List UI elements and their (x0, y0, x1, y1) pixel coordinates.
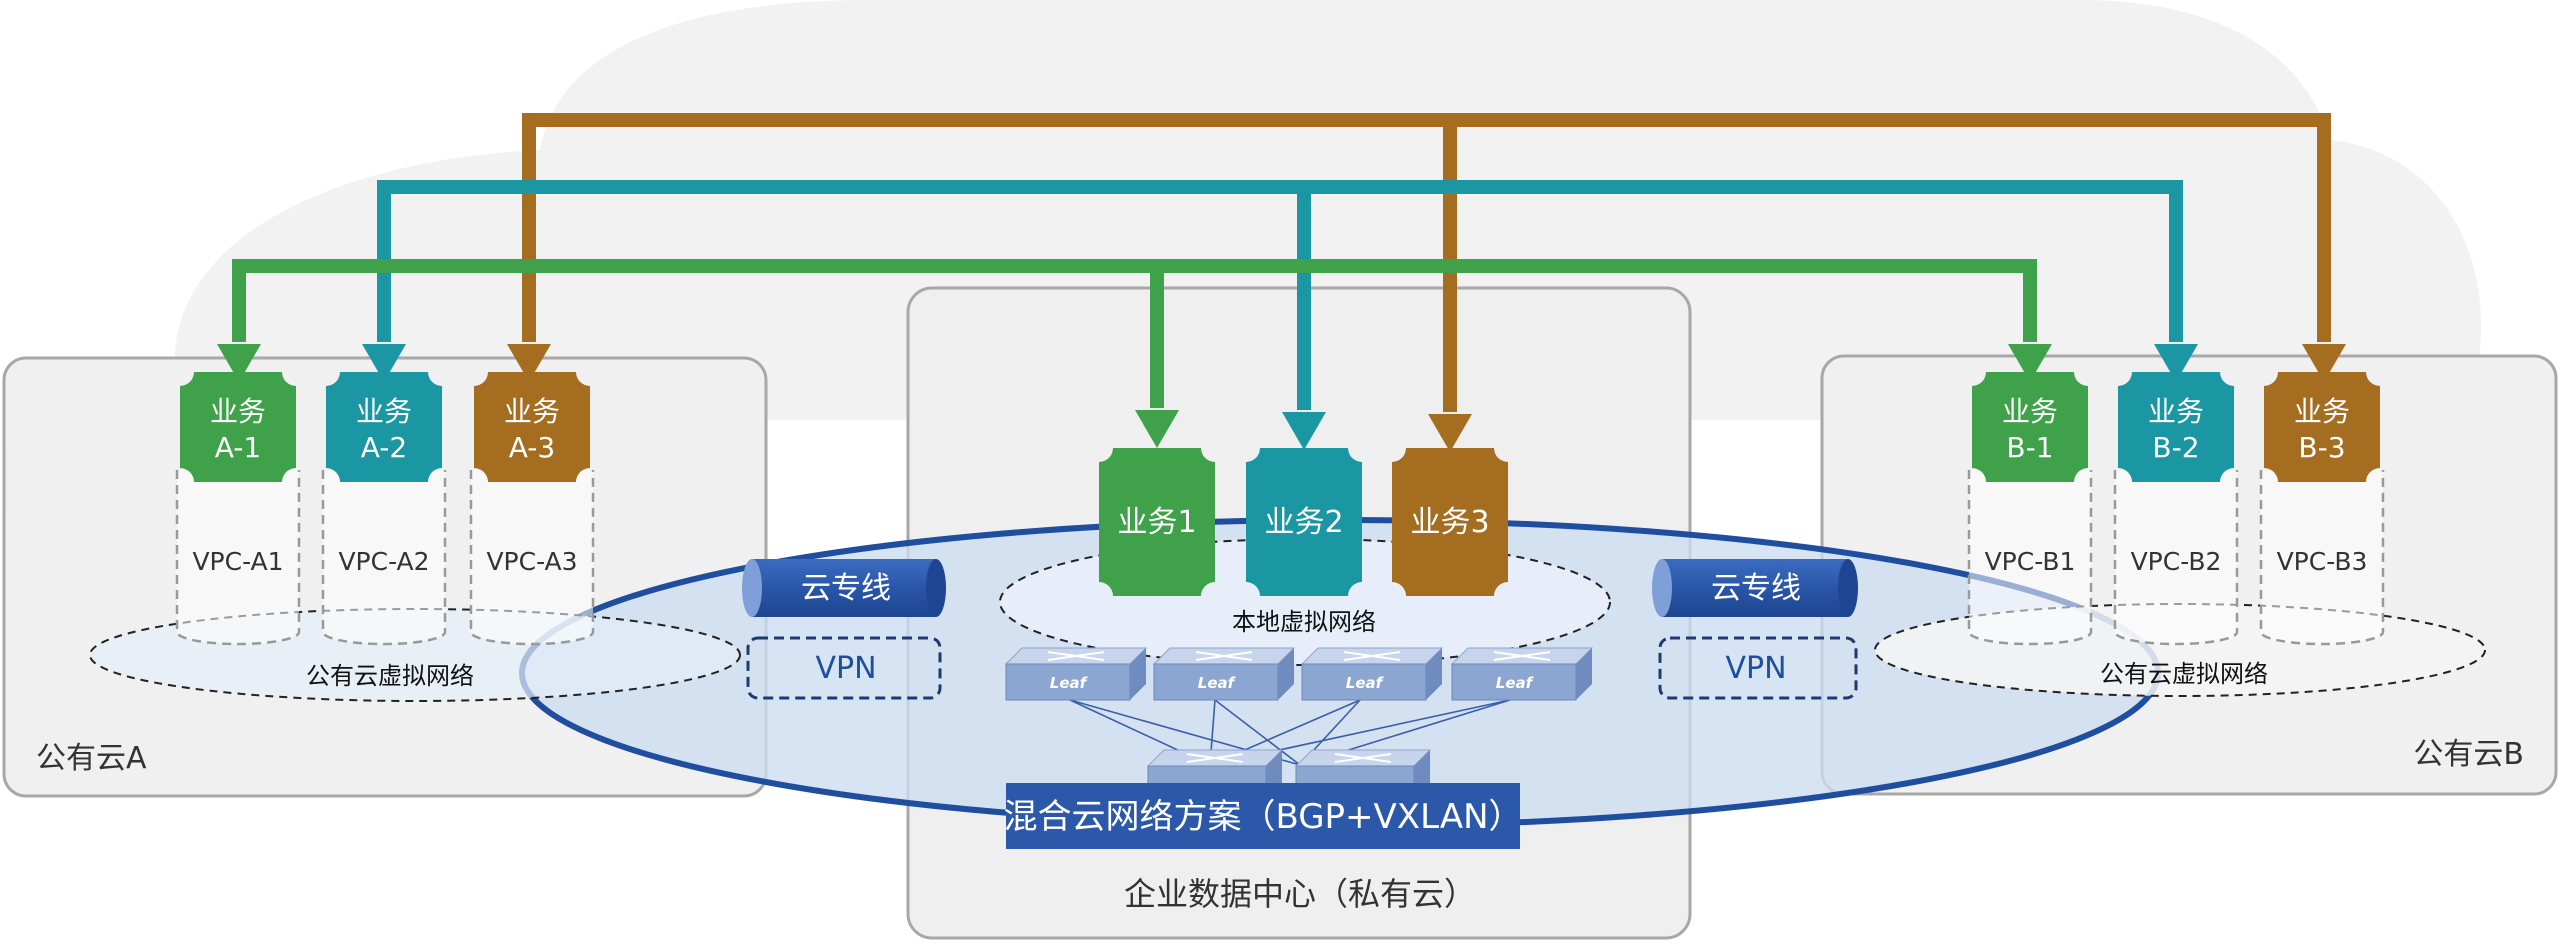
solution-banner-label: 混合云网络方案（BGP+VXLAN） (1003, 797, 1522, 837)
vpn-left-label: VPN (815, 651, 876, 686)
vpc-cylinder-a2-label: VPC-A2 (338, 547, 429, 576)
vpc-group-a: VPC-A1 VPC-A2 VPC-A3 (175, 470, 595, 646)
service-badge-dc2-label: 业务2 (1264, 505, 1343, 540)
service-badge-b1-line1: 业务 (2002, 395, 2058, 428)
vpn-left: VPN (746, 636, 942, 700)
vpc-cylinder-a1: VPC-A1 (175, 470, 301, 646)
service-badge-a1-line2: A-1 (215, 431, 261, 464)
vpn-right-label: VPN (1725, 651, 1786, 686)
leaf-switch-2: Leaf (1152, 647, 1296, 701)
service-badge-b2-line1: 业务 (2148, 395, 2204, 428)
service-badge-b2: 业务B-2 (2118, 372, 2234, 482)
public-network-a-label: 公有云虚拟网络 (306, 662, 474, 690)
service-badge-dc1: 业务1 (1099, 448, 1215, 596)
leaf-switch-1-label: Leaf (1050, 674, 1089, 692)
vpc-cylinder-a1-label: VPC-A1 (192, 547, 283, 576)
region-cloud-b-label: 公有云B (2413, 737, 2524, 772)
vpc-cylinder-b3-label: VPC-B3 (2277, 547, 2368, 576)
service-badge-a1: 业务A-1 (180, 372, 296, 482)
service-badge-a2: 业务A-2 (326, 372, 442, 482)
dedicated-line-left: 云专线 (742, 559, 946, 617)
service-badge-a2-line1: 业务 (356, 395, 412, 428)
dedicated-line-right: 云专线 (1652, 559, 1858, 617)
vpc-cylinder-b2: VPC-B2 (2113, 470, 2239, 646)
dedicated-line-left-label: 云专线 (801, 571, 891, 606)
connector-service2-cloud-arrowhead (362, 344, 406, 382)
vpc-group-b: VPC-B1 VPC-B2 VPC-B3 (1967, 470, 2385, 646)
connector-service3-b-arrowhead (2302, 344, 2346, 382)
service-badge-a3-line1: 业务 (504, 395, 560, 428)
connector-service1-b-arrowhead (2008, 344, 2052, 382)
leaf-switch-4: Leaf (1450, 647, 1594, 701)
vpc-cylinder-a3-label: VPC-A3 (486, 547, 577, 576)
leaf-switch-3: Leaf (1300, 647, 1444, 701)
service-badge-b3-line1: 业务 (2294, 395, 2350, 428)
connector-service1-dc-arrowhead (1135, 410, 1179, 448)
service-badge-b3: 业务B-3 (2264, 372, 2380, 482)
local-network-label: 本地虚拟网络 (1232, 608, 1376, 636)
vpc-cylinder-a3: VPC-A3 (469, 470, 595, 646)
connector-service3-cloud (522, 113, 2331, 342)
region-cloud-a-label: 公有云A (36, 741, 147, 776)
connector-service3-dc-arrowhead (1428, 414, 1472, 452)
background-cloud-shape (175, 0, 2482, 420)
connector-service2-dc-arrowhead (1282, 412, 1326, 450)
service-badge-b2-line2: B-2 (2152, 431, 2199, 464)
dedicated-line-right-label: 云专线 (1711, 571, 1801, 606)
leaf-switch-1: Leaf (1004, 647, 1148, 701)
connector-service3-cloud-arrowhead (507, 344, 551, 382)
service-badge-dc2: 业务2 (1246, 448, 1362, 596)
service-badge-a3-line2: A-3 (509, 431, 555, 464)
vpc-cylinder-b1-label: VPC-B1 (1985, 547, 2076, 576)
service-badge-dc3: 业务3 (1392, 448, 1508, 596)
service-connectors (217, 113, 2346, 452)
service-badge-b1-line2: B-1 (2006, 431, 2053, 464)
service-badge-dc3-label: 业务3 (1410, 505, 1489, 540)
service-badge-a3: 业务A-3 (474, 372, 590, 482)
region-datacenter-label: 企业数据中心（私有云） (1124, 875, 1476, 913)
service-badge-a1-line1: 业务 (210, 395, 266, 428)
vpc-cylinder-b1: VPC-B1 (1967, 470, 2093, 646)
vpn-right: VPN (1658, 636, 1858, 700)
connector-service2-b-arrowhead (2154, 344, 2198, 382)
service-badge-b3-line2: B-3 (2298, 431, 2345, 464)
service-badge-a2-line2: A-2 (361, 431, 407, 464)
connector-service1-cloud (232, 259, 2037, 342)
leaf-switch-3-label: Leaf (1346, 674, 1385, 692)
leaf-switch-4-label: Leaf (1496, 674, 1535, 692)
service-badge-b1: 业务B-1 (1972, 372, 2088, 482)
service-badge-dc1-label: 业务1 (1117, 505, 1196, 540)
public-network-b-label: 公有云虚拟网络 (2100, 660, 2268, 688)
vpc-cylinder-b3: VPC-B3 (2259, 470, 2385, 646)
solution-banner (1006, 783, 1520, 849)
vpc-cylinder-b2-label: VPC-B2 (2131, 547, 2222, 576)
leaf-switch-2-label: Leaf (1198, 674, 1237, 692)
vpc-cylinder-a2: VPC-A2 (321, 470, 447, 646)
connector-service1-cloud-arrowhead (217, 344, 261, 382)
